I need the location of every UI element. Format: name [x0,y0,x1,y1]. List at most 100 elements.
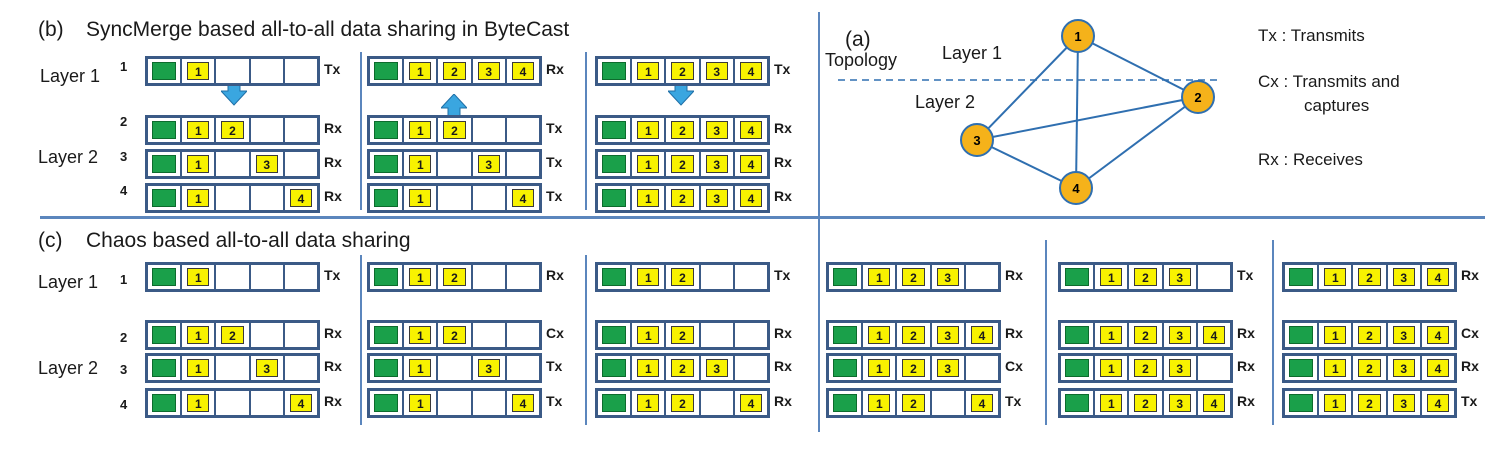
c-panel-2-row-1-packet-2: 2 [443,268,466,286]
b-panel-2-row-4-source-cell [370,186,405,210]
c-panel-4-row-2-slot-3: 3 [932,323,966,347]
b-panel-separator-1 [360,52,362,210]
c-panel-5-row-3-source-cell [1061,356,1096,380]
c-panel-5-row-1-packet-1: 1 [1100,268,1123,286]
b-panel-1-row-1-slot-4 [285,59,317,83]
c-panel-5-row-4-slot-2: 2 [1129,391,1164,415]
b-panel-3-row-1-slot-2: 2 [666,59,701,83]
c-panel-3-row-4-packet-1: 1 [637,394,660,412]
c-panel-4-row-1-packet-1: 1 [868,268,891,286]
c-panel-1-row-4-role: Rx [324,393,342,409]
c-panel-4-row-4-packet-4: 4 [970,394,994,412]
edge-4-2 [1075,96,1199,189]
c-panel-3-row-2-slot-3 [701,323,735,347]
c-panel-5-row-3-packet-3: 3 [1168,359,1191,377]
c-panel-1-row-3-slot-4 [285,356,317,380]
b-panel-1-row-3-slot-1: 1 [182,152,217,176]
c-panel-2-row-3-slot-3: 3 [473,356,507,380]
b-panel-2-row-2-packet-2: 2 [443,121,466,139]
b-panel-3-row-3-slot-4: 4 [735,152,767,176]
b-node-id-4: 4 [120,183,128,198]
b-panel-1-row-2-slot-4 [285,118,317,142]
c-panel-4-row-2-green-block [833,326,858,344]
c-panel-3-row-1-packet-1: 1 [637,268,660,286]
c-panel-2-row-1-slot-3 [473,265,507,289]
c-panel-3-row-4-slot-4: 4 [735,391,767,415]
c-panel-1-row-3-source-cell [148,356,183,380]
c-panel-1-row-2-slot-1: 1 [182,323,217,347]
legend-rx: Rx : Receives [1258,150,1363,169]
c-panel-1-row-4-slot-1: 1 [182,391,217,415]
b-panel-3-row-1-green-block [602,62,627,80]
b-panel-2-row-3-source-cell [370,152,405,176]
b-panel-3-row-4-source-cell [598,186,633,210]
c-panel-6-row-3-slot-2: 2 [1353,356,1388,380]
c-panel-5-row-4-packet-2: 2 [1134,394,1157,412]
section-a-label: (a) [845,28,871,51]
c-panel-1-row-2-packet-1: 1 [187,326,210,344]
c-panel-6-row-4-packet-1: 1 [1324,394,1347,412]
c-panel-6-row-4-packet-2: 2 [1358,394,1381,412]
c-panel-1-row-3-packet-3: 3 [255,359,278,377]
c-panel-2-row-2-slot-3 [473,323,507,347]
c-panel-1-row-2-role: Rx [324,325,342,341]
b-panel-2-row-3-packet-1: 1 [409,155,432,173]
c-panel-1-row-1-slot-2 [216,265,251,289]
b-panel-3-row-3-green-block [602,155,627,173]
c-panel-1-row-4-slot-4: 4 [285,391,317,415]
b-panel-1-row-4-packet-1: 1 [187,189,210,207]
c-panel-6-row-2-packet-2: 2 [1358,326,1381,344]
c-panel-2-row-3-slot-4 [507,356,539,380]
c-panel-6-row-4-slot-1: 1 [1319,391,1354,415]
c-panel-4-row-1-packet-2: 2 [902,268,925,286]
c-panel-1-row-4-packet-4: 4 [289,394,313,412]
b-panel-3-row-4-slot-3: 3 [701,186,735,210]
b-panel-2-row-3-packet-3: 3 [477,155,500,173]
c-panel-3-row-3-packet-1: 1 [637,359,660,377]
c-panel-5-row-2-slot-2: 2 [1129,323,1164,347]
c-panel-3-row-2-packet-2: 2 [671,326,694,344]
c-panel-3-row-2-green-block [602,326,627,344]
c-panel-6-row-2-role: Cx [1461,325,1479,341]
c-panel-4-row-2-source-cell [829,323,864,347]
c-panel-2-row-4-packet-4: 4 [511,394,535,412]
c-panel-4-row-1-source-cell [829,265,864,289]
b-panel-3-row-2-slot-1: 1 [632,118,667,142]
c-panel-3-row-1-slot-3 [701,265,735,289]
b-panel-3-row-2-packet-2: 2 [671,121,694,139]
b-panel-2-row-3-slot-2 [438,152,473,176]
b-panel-3-row-1-role: Tx [774,61,791,77]
graph-node-2: 2 [1181,80,1215,114]
c-panel-5-row-1-slot-4 [1198,265,1230,289]
c-panel-3-row-1-green-block [602,268,627,286]
c-panel-4-row-1-packet-3: 3 [936,268,959,286]
b-panel-1-row-1-role: Tx [324,61,341,77]
b-panel-2-row-1-packet-2: 2 [443,62,466,80]
c-panel-2-row-4-role: Tx [546,393,563,409]
c-panel-1-row-4-packet-1: 1 [187,394,210,412]
c-panel-3-row-1-role: Tx [774,267,791,283]
c-panel-5-row-2-packet-1: 1 [1100,326,1123,344]
b-panel-1-row-4-green-block [152,189,177,207]
b-panel-2-row-2-slot-4 [507,118,539,142]
c-panel-4-row-2-packet-3: 3 [936,326,959,344]
topology-layer1-label: Layer 1 [942,43,1003,63]
c-panel-6-row-2-slot-3: 3 [1388,323,1422,347]
b-panel-3-row-2-slot-3: 3 [701,118,735,142]
edge-1-4 [1075,35,1079,189]
b-panel-1-row-1-source-cell [148,59,183,83]
c-panel-6-row-2-slot-2: 2 [1353,323,1388,347]
c-panel-6-row-1-packet-3: 3 [1392,268,1415,286]
c-panel-4-row-4-slot-2: 2 [897,391,932,415]
c-panel-6-row-4-packet-3: 3 [1392,394,1415,412]
c-panel-6-row-1-slot-2: 2 [1353,265,1388,289]
c-panel-1-row-2-packet-2: 2 [221,326,244,344]
c-panel-5-row-2-slot-3: 3 [1164,323,1198,347]
